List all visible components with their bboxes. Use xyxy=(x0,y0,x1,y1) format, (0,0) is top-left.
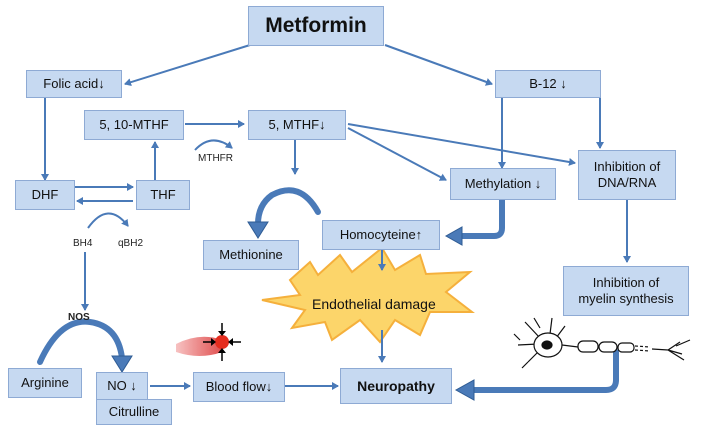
methionine-thick-arrow xyxy=(255,187,321,227)
metformin-box: Metformin xyxy=(248,6,384,46)
bh4-curve xyxy=(87,212,129,229)
citrulline-box: Citrulline xyxy=(96,399,172,425)
homocysteine-box: Homocyteine↑ xyxy=(322,220,440,250)
nos-arrowhead xyxy=(111,355,133,373)
neuron-icon xyxy=(513,317,691,369)
bh4-label: BH4 xyxy=(73,238,93,249)
mthfr-label: MTHFR xyxy=(198,153,233,164)
neuropathy-arrowhead xyxy=(454,379,475,401)
mthfr-curve xyxy=(194,139,233,151)
blood-flow-box: Blood flow↓ xyxy=(193,372,285,402)
arrow-mthf-dna xyxy=(347,123,576,166)
endothelial-damage-label: Endothelial damage xyxy=(312,296,436,312)
folic-acid-box: Folic acid↓ xyxy=(26,70,122,98)
nos-label: NOS xyxy=(68,312,90,323)
arrow-metformin-folic xyxy=(124,44,251,87)
no-box: NO ↓ xyxy=(96,372,148,400)
myelin-neuropathy-thick-arrow xyxy=(467,349,619,393)
inhibition-myelin-box: Inhibition of myelin synthesis xyxy=(563,266,689,316)
methionine-box: Methionine xyxy=(203,240,299,270)
methylation-homocysteine-thick-arrow xyxy=(455,197,505,239)
vessel-clot-icon xyxy=(176,323,241,361)
arginine-box: Arginine xyxy=(8,368,82,398)
arrow-mthf-methylation xyxy=(347,127,447,181)
endothelial-burst-shape xyxy=(261,246,475,344)
homocysteine-arrowhead xyxy=(444,226,463,246)
methionine-arrowhead xyxy=(247,221,269,239)
mthf-5-10-box: 5, 10-MTHF xyxy=(84,110,184,140)
inhibition-dna-rna-box: Inhibition of DNA/RNA xyxy=(578,150,676,200)
arrow-metformin-b12 xyxy=(384,44,493,86)
thf-box: THF xyxy=(136,180,190,210)
b12-box: B-12 ↓ xyxy=(495,70,601,98)
methylation-box: Methylation ↓ xyxy=(450,168,556,200)
neuropathy-box: Neuropathy xyxy=(340,368,452,404)
qbh2-label: qBH2 xyxy=(118,238,144,249)
mthf-5-box: 5, MTHF↓ xyxy=(248,110,346,140)
nos-thick-arrow xyxy=(37,318,125,365)
dhf-box: DHF xyxy=(15,180,75,210)
